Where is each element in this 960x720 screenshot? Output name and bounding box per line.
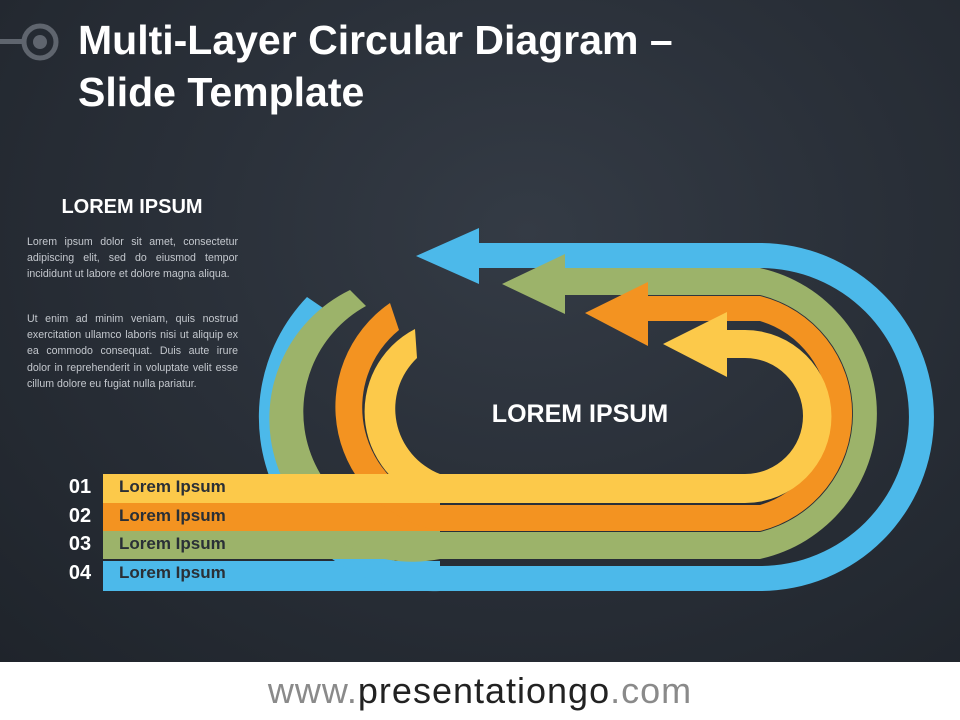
left-paragraph-1: Lorem ipsum dolor sit amet, consectetur … [27, 236, 238, 281]
layer-02-bar [103, 502, 440, 531]
legend-number: 03 [68, 533, 92, 555]
legend-label: Lorem Ipsum [119, 534, 226, 553]
footer-url-domain: presentationgo [357, 670, 611, 711]
layer-04-shape [103, 228, 934, 592]
footer-url-prefix: www. [267, 670, 358, 711]
legend-number: 04 [68, 562, 92, 584]
layer-01-loop [364, 329, 832, 503]
slide-title-line-2: Slide Template [78, 69, 365, 115]
legend-number: 01 [68, 476, 92, 498]
left-heading: LOREM IPSUM [61, 196, 203, 218]
footer-url-suffix: .com [610, 670, 693, 711]
left-paragraph-2: Ut enim ad minim veniam, quis nostrud ex… [27, 313, 238, 390]
slide-title-line-1: Multi-Layer Circular Diagram – [78, 17, 673, 63]
legend-number: 02 [68, 505, 92, 527]
logo-icon [0, 23, 59, 61]
legend-row-03: 03 Lorem Ipsum [60, 530, 440, 558]
slide-canvas: Multi-Layer Circular Diagram – Slide Tem… [0, 0, 960, 662]
legend-row-01: 01 Lorem Ipsum [60, 473, 440, 501]
layer-03-loop [269, 268, 877, 562]
legend-row-04: 04 Lorem Ipsum [60, 559, 440, 587]
layer-01-shape [103, 312, 832, 503]
circular-diagram [103, 228, 934, 592]
layer-02-arrowhead [585, 282, 648, 346]
legend-label: Lorem Ipsum [119, 506, 226, 525]
layer-03-arrowhead [502, 254, 565, 314]
layer-02-shape [103, 282, 853, 531]
layer-01-bar [103, 474, 440, 503]
layer-03-shape [103, 254, 877, 562]
layer-01-arrowhead [663, 312, 727, 377]
legend-row-02: 02 Lorem Ipsum [60, 502, 440, 530]
footer-url[interactable]: www.presentationgo.com [0, 662, 960, 720]
legend-label: Lorem Ipsum [119, 477, 226, 496]
legend-label: Lorem Ipsum [119, 563, 226, 582]
slide-title: Multi-Layer Circular Diagram – Slide Tem… [78, 14, 938, 118]
center-label: LOREM IPSUM [491, 400, 669, 428]
layer-04-arrowhead [416, 228, 479, 284]
layer-02-loop [335, 296, 853, 531]
